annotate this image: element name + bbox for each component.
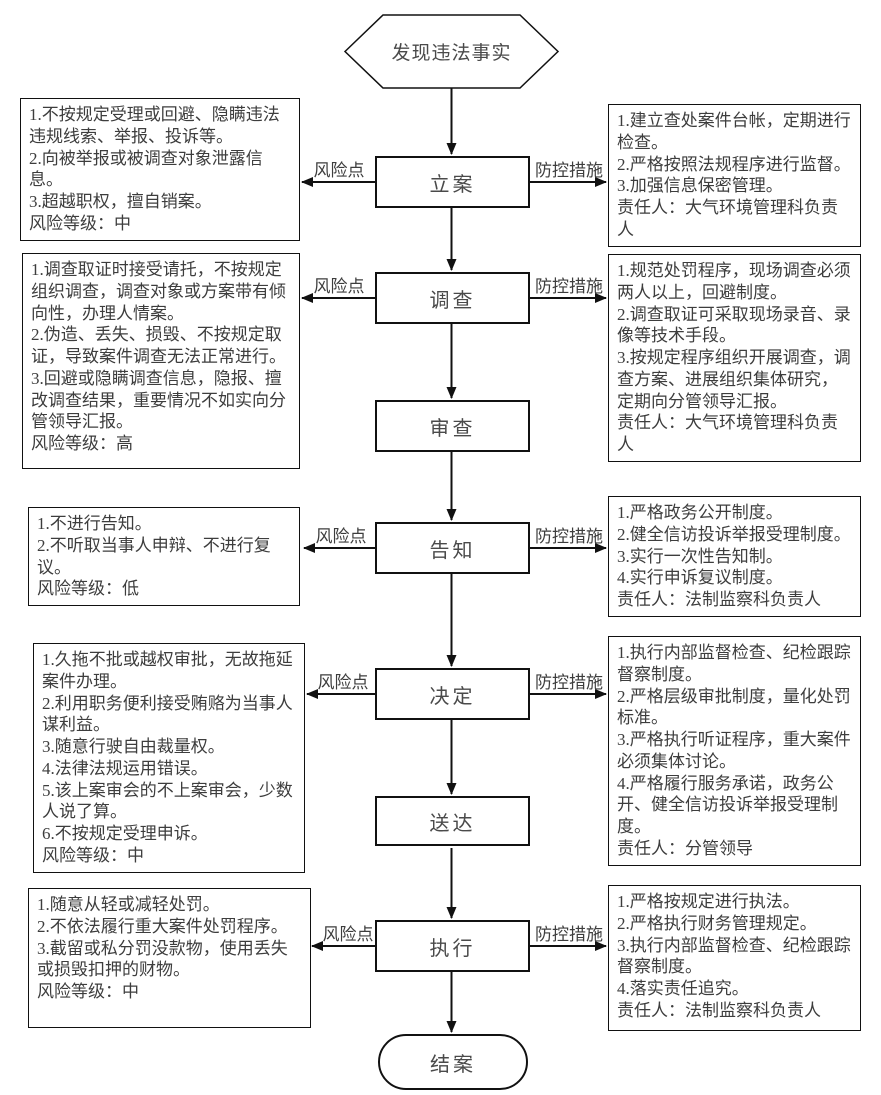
control-item: 1.建立查处案件台帐，定期进行检查。 [617,111,851,152]
risk-level: 风险等级：中 [29,213,131,233]
control-item: 3.按规定程序组织开展调查，调查方案、进展组织集体研究，定期向分管领导汇报。 [617,348,851,411]
control-box-decision: 1.执行内部监督检查、纪检跟踪督察制度。 2.严格层级审批制度，量化处罚标准。 … [608,636,861,866]
risk-box-decision: 1.久拖不批或越权审批，无故拖延案件办理。 2.利用职务便利接受贿赂为当事人谋利… [33,643,305,873]
start-node: 发现违法事实 [391,43,512,64]
control-item: 3.执行内部监督检查、纪检跟踪督察制度。 [617,935,851,977]
risk-item: 2.向被举报或被调查对象泄露信息。 [29,148,263,190]
risk-point-label: 风险点 [315,527,367,546]
control-item: 4.严格履行服务承诺，政务公开、健全信访投诉举报受理制度。 [617,773,838,837]
control-item: 3.加强信息保密管理。 [617,176,783,196]
risk-point-label: 风险点 [317,673,369,692]
control-item: 3.严格执行听证程序，重大案件必须集体讨论。 [617,730,851,771]
control-item: 1.严格政务公开制度。 [617,503,783,522]
responsible-person: 责任人：大气环境管理科负责人 [617,413,838,454]
risk-item: 2.不听取当事人申辩、不进行复议。 [37,535,271,577]
risk-item: 1.调查取证时接受请托，不按规定组织调查，调查对象或方案带有倾向性，办理人情案。 [31,260,286,323]
control-item: 3.实行一次性告知制。 [617,546,783,566]
control-item: 1.规范处罚程序，现场调查必须两人以上，回避制度。 [617,261,851,302]
responsible-person: 责任人：分管领导 [617,838,753,858]
control-item: 2.健全信访投诉举报受理制度。 [617,524,851,544]
node-delivery: 送达 [375,796,530,846]
risk-point-label: 风险点 [313,277,365,296]
risk-point-label: 风险点 [313,161,365,180]
control-item: 1.执行内部监督检查、纪检跟踪督察制度。 [617,643,851,684]
risk-item: 6.不按规定受理申诉。 [42,824,208,843]
risk-box-case-filing: 1.不按规定受理或回避、隐瞒违法违规线索、举报、投诉等。 2.向被举报或被调查对… [20,98,300,241]
risk-item: 5.该上案审会的不上案审会，少数人说了算。 [42,780,293,822]
risk-item: 2.伪造、丢失、损毁、不按规定取证，导致案件调查无法正常进行。 [31,325,286,366]
control-item: 4.实行申诉复议制度。 [617,568,783,588]
risk-item: 2.不依法履行重大案件处罚程序。 [37,916,288,936]
risk-item: 2.利用职务便利接受贿赂为当事人谋利益。 [42,693,293,735]
control-measures-label: 防控措施 [535,277,603,296]
risk-point-label: 风险点 [322,925,374,944]
control-measures-label: 防控措施 [535,925,603,944]
control-item: 2.严格层级审批制度，量化处罚标准。 [617,686,851,728]
control-item: 1.严格按规定进行执法。 [617,892,800,911]
control-measures-label: 防控措施 [535,673,603,692]
control-box-investigation: 1.规范处罚程序，现场调查必须两人以上，回避制度。 2.调查取证可采取现场录音、… [608,254,861,462]
risk-box-notification: 1.不进行告知。 2.不听取当事人申辩、不进行复议。 风险等级：低 [28,507,300,606]
control-box-notification: 1.严格政务公开制度。 2.健全信访投诉举报受理制度。 3.实行一次性告知制。 … [608,496,861,617]
risk-box-execution: 1.随意从轻或减轻处罚。 2.不依法履行重大案件处罚程序。 3.截留或私分罚没款… [28,888,311,1028]
control-item: 2.严格执行财务管理规定。 [617,913,817,933]
node-investigation: 调查 [375,272,530,324]
risk-level: 风险等级：中 [37,982,139,1001]
risk-item: 3.截留或私分罚没款物，使用丢失或损毁扣押的财物。 [37,938,288,980]
risk-item: 3.随意行驶自由裁量权。 [42,737,225,756]
node-case-filing: 立案 [375,156,530,208]
control-measures-label: 防控措施 [535,161,603,180]
risk-item: 1.久拖不批或越权审批，无故拖延案件办理。 [42,650,293,691]
risk-level: 风险等级：低 [37,579,139,599]
risk-level: 风险等级：中 [42,845,144,865]
risk-box-investigation: 1.调查取证时接受请托，不按规定组织调查，调查对象或方案带有倾向性，办理人情案。… [22,253,300,469]
node-case-closing: 结案 [378,1034,528,1090]
responsible-person: 责任人：法制监察科负责人 [617,590,821,609]
control-measures-label: 防控措施 [535,527,603,546]
node-notification: 告知 [375,522,530,574]
responsible-person: 责任人：大气环境管理科负责人 [617,198,838,239]
risk-item: 1.不按规定受理或回避、隐瞒违法违规线索、举报、投诉等。 [29,105,280,146]
node-execution: 执行 [375,920,530,972]
risk-item: 1.随意从轻或减轻处罚。 [37,895,220,914]
node-review: 审查 [375,400,530,452]
control-item: 4.落实责任追究。 [617,979,749,998]
node-decision: 决定 [375,668,530,720]
control-box-execution: 1.严格按规定进行执法。 2.严格执行财务管理规定。 3.执行内部监督检查、纪检… [608,885,861,1031]
risk-item: 4.法律法规运用错误。 [42,758,208,778]
risk-item: 1.不进行告知。 [37,514,152,533]
responsible-person: 责任人：法制监察科负责人 [617,1000,821,1020]
risk-item: 3.回避或隐瞒调查信息，隐报、擅改调查结果，重要情况不如实向分管领导汇报。 [31,368,286,432]
risk-level: 风险等级：高 [31,434,133,453]
control-box-case-filing: 1.建立查处案件台帐，定期进行检查。 2.严格按照法规程序进行监督。 3.加强信… [608,104,861,247]
control-item: 2.严格按照法规程序进行监督。 [617,154,851,174]
risk-item: 3.超越职权，擅自销案。 [29,192,212,211]
control-item: 2.调查取证可采取现场录音、录像等技术手段。 [617,304,851,346]
